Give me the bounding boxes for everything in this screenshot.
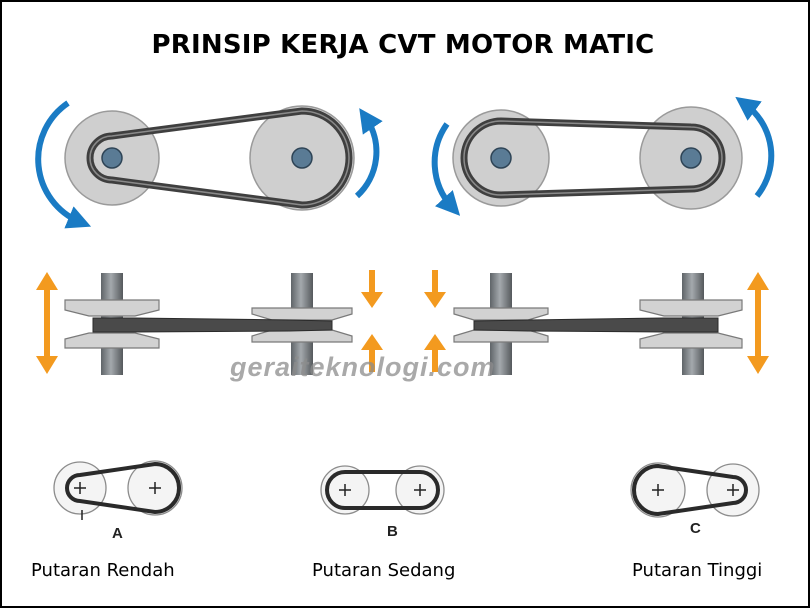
drive-shaft-hub — [490, 147, 512, 169]
side-view-left — [36, 270, 383, 375]
belt — [92, 317, 333, 333]
drive-sheave-top — [64, 299, 160, 317]
drive-sheave-bottom — [64, 332, 160, 349]
driven-sheave-bottom — [251, 329, 353, 343]
force-arrow-icon — [424, 270, 446, 372]
plus-icon — [74, 482, 86, 494]
side-view-right — [424, 270, 769, 375]
drive-sheave-top — [453, 307, 549, 321]
mini-diagram-b: B — [320, 465, 445, 540]
plus-icon — [727, 484, 739, 496]
top-right-pulley-set — [431, 96, 775, 216]
caption-medium-speed: Putaran Sedang — [312, 560, 456, 581]
driven-shaft-hub — [680, 147, 702, 169]
top-left-pulley-set — [35, 100, 383, 229]
mini-diagram-a: A — [53, 460, 183, 542]
diagram-letter-a: A — [112, 525, 123, 542]
force-arrow-icon — [36, 272, 58, 374]
rotation-arrow-icon — [735, 96, 775, 198]
belt-highlight — [463, 120, 723, 196]
watermark: geraiteknologi.com — [230, 352, 496, 382]
caption-low-speed: Putaran Rendah — [31, 560, 175, 581]
driven-shaft-hub — [291, 147, 313, 169]
belt — [473, 317, 719, 333]
mini-diagram-c: C — [630, 462, 760, 537]
caption-high-speed: Putaran Tinggi — [632, 560, 763, 581]
plus-icon — [339, 484, 351, 496]
diagram-title: PRINSIP KERJA CVT MOTOR MATIC — [151, 30, 655, 60]
plus-icon — [652, 484, 664, 496]
belt-highlight — [89, 110, 350, 206]
plus-icon — [414, 484, 426, 496]
diagram-letter-c: C — [690, 520, 701, 537]
drive-shaft-hub — [101, 147, 123, 169]
rotation-arrow-icon — [431, 122, 461, 216]
plus-icon — [149, 482, 161, 494]
driven-sheave-bottom — [639, 332, 743, 349]
force-arrow-icon — [747, 272, 769, 374]
rotation-arrow-icon — [354, 108, 383, 199]
driven-sheave-top — [639, 299, 743, 317]
drive-sheave-bottom — [453, 329, 549, 343]
rotation-arrow-icon — [35, 100, 92, 229]
force-arrow-icon — [361, 270, 383, 372]
diagram-letter-b: B — [387, 523, 398, 540]
driven-sheave-top — [251, 307, 353, 321]
